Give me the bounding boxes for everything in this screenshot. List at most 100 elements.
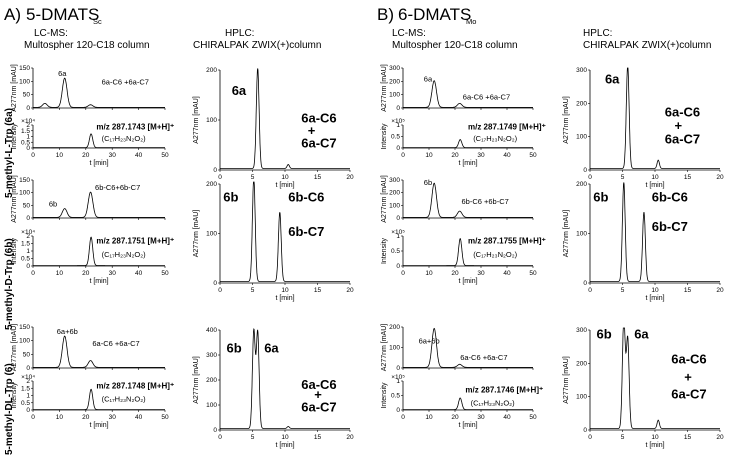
y-scale-label: ×10⁵	[391, 374, 405, 381]
y-tick-label: 2	[26, 378, 30, 385]
y-tick-label: 0	[396, 407, 400, 414]
x-tick-label: 15	[314, 434, 322, 441]
peak-label: (C₁₇H₂₃N₂O₂)	[473, 134, 517, 143]
peak-label: 6a	[264, 341, 279, 356]
panel-a-name: 5-DMATS	[26, 5, 99, 24]
x-tick-label: 5	[621, 434, 625, 441]
peak-label: 6a+6b	[419, 336, 440, 345]
trace-line	[220, 68, 350, 169]
col-hplc-column-a: CHIRALPAK ZWIX(+)column	[193, 40, 321, 51]
x-tick-label: 30	[109, 270, 117, 277]
x-tick-label: 30	[109, 414, 117, 421]
x-tick-label: 20	[451, 270, 459, 277]
y-tick-label: 100	[389, 345, 400, 352]
x-tick-label: 0	[401, 270, 405, 277]
peak-label: 6a-C6	[665, 105, 700, 120]
peak-label: 6a-C6 +6a-C7	[102, 78, 149, 87]
x-tick-label: 15	[684, 174, 692, 181]
y-tick-label: 1	[396, 233, 400, 240]
x-tick-label: 0	[31, 270, 35, 277]
trace-line	[220, 328, 350, 429]
row-label-6b: 5-methyl-D-Trp (6b)	[4, 238, 15, 330]
x-axis-title: t [min]	[275, 295, 294, 302]
x-tick-label: 0	[401, 152, 405, 159]
x-tick-label: 15	[314, 174, 322, 181]
peak-label: 6a-C7	[665, 131, 700, 146]
y-tick-label: 1	[396, 122, 400, 129]
x-tick-label: 40	[135, 414, 143, 421]
y-tick-label: 0	[583, 427, 587, 434]
y-tick-label: 0	[583, 280, 587, 287]
col-lcms-title-b: LC-MS:	[392, 28, 426, 39]
peak-label: 6a	[424, 74, 433, 83]
y-tick-label: 1.5	[21, 128, 30, 135]
peak-label: m/z 287.1755 [M+H]⁺	[468, 237, 546, 246]
trace-line	[403, 182, 533, 218]
x-tick-label: 20	[346, 174, 354, 181]
y-tick-label: 1	[26, 248, 30, 255]
peak-label: 6b-C6+6b-C7	[95, 183, 140, 192]
x-tick-label: 5	[621, 287, 625, 294]
x-tick-label: 5	[251, 434, 255, 441]
peak-label: 6b-C6 +6b-C7	[462, 197, 509, 206]
x-axis-title: t [min]	[645, 442, 664, 449]
x-tick-label: 50	[161, 414, 169, 421]
y-axis-title: Intensity	[11, 382, 18, 409]
x-tick-label: 10	[425, 414, 433, 421]
x-tick-label: 30	[477, 152, 485, 159]
y-tick-label: 300	[389, 177, 400, 184]
peak-label: (C₁₇H₂₃N₂O₂)	[473, 250, 517, 259]
col-hplc-title-a: HPLC:	[225, 28, 254, 39]
y-tick-label: 100	[576, 394, 587, 401]
y-tick-label: 0.5	[391, 134, 400, 141]
peak-label: 6a-C6	[301, 111, 336, 126]
y-tick-label: 0	[26, 145, 30, 152]
y-axis-title: A277nm [mAU]	[563, 210, 570, 258]
x-tick-label: 50	[529, 152, 537, 159]
y-tick-label: 0.5	[391, 393, 400, 400]
peak-label: 6a-C6	[301, 377, 336, 392]
x-tick-label: 10	[281, 434, 289, 441]
x-tick-label: 50	[161, 270, 169, 277]
peak-label: m/z 287.1743 [M+H]⁺	[96, 123, 174, 132]
peak-label: m/z 287.1748 [M+H]⁺	[96, 381, 174, 390]
peak-label: 6b	[424, 178, 432, 187]
peak-label: 6b-C6	[288, 189, 324, 204]
y-tick-label: 1.5	[21, 385, 30, 392]
x-axis-title: t [min]	[275, 182, 294, 189]
y-scale-label: ×10⁴	[21, 374, 35, 381]
peak-label: 6a-C7	[301, 136, 336, 151]
x-tick-label: 20	[451, 152, 459, 159]
y-scale-label: ×10⁵	[391, 229, 405, 236]
peak-label: m/z 287.1746 [M+H]⁺	[465, 386, 543, 395]
panel-a-letter: A)	[4, 5, 21, 24]
x-tick-label: 15	[684, 287, 692, 294]
peak-label: (C₁₇H₂₃N₂O₂)	[102, 134, 146, 143]
y-tick-label: 0	[26, 407, 30, 414]
peak-label: 6a	[634, 326, 649, 341]
x-tick-label: 20	[716, 174, 724, 181]
x-tick-label: 10	[651, 287, 659, 294]
y-tick-label: 1	[26, 134, 30, 141]
y-tick-label: 50	[23, 202, 31, 209]
x-tick-label: 40	[503, 270, 511, 277]
peak-label: 6a-C7	[671, 386, 706, 401]
x-tick-label: 50	[529, 270, 537, 277]
y-tick-label: 300	[576, 67, 587, 74]
x-tick-label: 0	[218, 434, 222, 441]
y-tick-label: 200	[576, 360, 587, 367]
peak-label: (C₁₇H₂₃N₂O₂)	[471, 399, 515, 408]
x-tick-label: 40	[503, 152, 511, 159]
peak-label: m/z 287.1749 [M+H]⁺	[468, 123, 546, 132]
y-tick-label: 200	[206, 377, 217, 384]
x-tick-label: 20	[82, 270, 90, 277]
